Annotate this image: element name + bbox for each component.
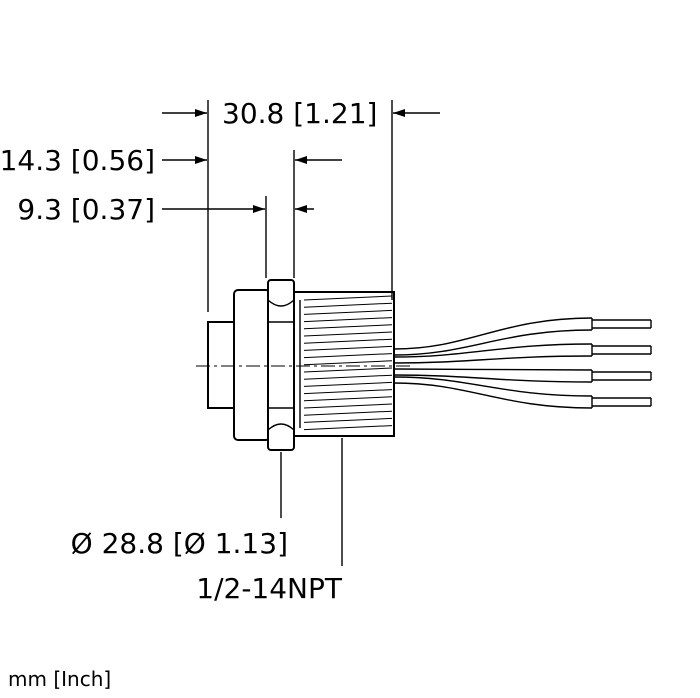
- wire: [393, 368, 652, 383]
- units-note: mm [Inch]: [8, 667, 111, 691]
- thread-line: [303, 367, 393, 373]
- thread-line: [303, 403, 393, 409]
- dim-overall-length: 30.8 [1.21]: [162, 97, 440, 312]
- thread-line: [303, 389, 393, 395]
- dim-nut-to-thread: 14.3 [0.56]: [0, 144, 342, 278]
- dim-nut-width: 9.3 [0.37]: [17, 193, 314, 278]
- thread-line: [303, 309, 393, 315]
- thread-line: [303, 360, 393, 366]
- dim-overall-length-label: 30.8 [1.21]: [222, 97, 377, 130]
- flange: [233, 289, 271, 441]
- thread-line: [303, 396, 393, 402]
- receptacle-face: [207, 321, 237, 409]
- dim-thread-label: 1/2-14NPT: [196, 572, 343, 605]
- thread-line: [303, 302, 393, 308]
- thread-line: [303, 417, 393, 423]
- wire: [393, 343, 652, 364]
- dim-nut-to-thread-label: 14.3 [0.56]: [0, 144, 155, 177]
- wire: [393, 317, 652, 356]
- thread-line: [303, 425, 393, 431]
- thread-line: [303, 381, 393, 387]
- threaded-body: [293, 291, 395, 437]
- thread-line: [303, 374, 393, 380]
- thread-line: [303, 324, 393, 330]
- thread-line: [303, 345, 393, 351]
- thread-line: [303, 353, 393, 359]
- thread-line: [303, 410, 393, 416]
- dim-diameter-label: Ø 28.8 [Ø 1.13]: [71, 527, 288, 560]
- wire-leads: [393, 317, 652, 409]
- thread-line: [303, 317, 393, 323]
- thread-line: [303, 295, 393, 301]
- connector-body: [196, 279, 410, 451]
- dim-nut-width-label: 9.3 [0.37]: [17, 193, 155, 226]
- thread-line: [303, 338, 393, 344]
- wire: [393, 376, 652, 409]
- thread-line: [303, 331, 393, 337]
- hex-nut: [267, 279, 295, 451]
- thread-lines: [303, 295, 393, 431]
